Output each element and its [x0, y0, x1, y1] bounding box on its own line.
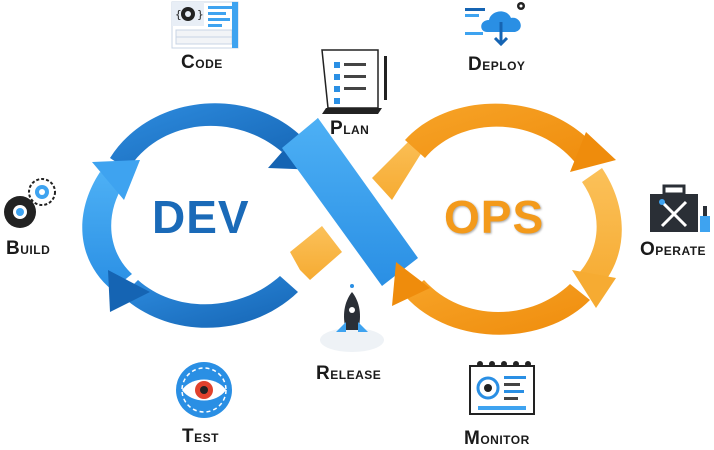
stage-label-test: Test: [182, 426, 219, 447]
stage-label-code: Code: [181, 52, 223, 73]
stage-label-operate: Operate: [640, 239, 707, 260]
ops-word: OPS: [444, 191, 545, 243]
rocket-icon: [320, 284, 384, 352]
svg-text:{: {: [175, 8, 182, 21]
center-orange-bottom: [290, 226, 342, 280]
stage-label-plan: Plan: [330, 118, 370, 139]
stage-label-release: Release: [316, 363, 382, 384]
stage-label-deploy: Deploy: [468, 54, 526, 75]
ops-arrow-bottom: [405, 280, 590, 335]
gears-icon: [4, 178, 56, 228]
dev-arrow-top: [110, 103, 300, 170]
dev-word: DEV: [152, 191, 250, 243]
ops-arrow-right-head: [572, 270, 616, 308]
stage-label-monitor: Monitor: [464, 428, 530, 449]
cloud-deploy-icon: [465, 2, 525, 47]
center-cross: [282, 118, 422, 286]
toolbox-icon: [650, 184, 710, 232]
center-blue-band: [282, 118, 418, 286]
dev-arrow-bottom-head: [108, 270, 150, 312]
center-orange-top: [372, 132, 422, 200]
svg-text:}: }: [197, 8, 204, 21]
checklist-icon: [321, 49, 387, 114]
code-editor-icon: { }: [171, 1, 239, 49]
dev-arrow-left: [82, 172, 132, 290]
ops-arrow-top-head: [570, 132, 616, 172]
ops-loop: [392, 103, 622, 335]
eye-icon: [176, 362, 232, 418]
ops-arrow-bottom-head: [392, 262, 430, 306]
ops-arrow-top: [405, 103, 598, 166]
monitor-dashboard-icon: [469, 361, 535, 415]
ops-arrow-right: [578, 168, 622, 290]
dev-arrow-left-head: [92, 160, 140, 200]
stage-label-build: Build: [6, 238, 51, 259]
dev-arrow-bottom: [122, 276, 298, 328]
